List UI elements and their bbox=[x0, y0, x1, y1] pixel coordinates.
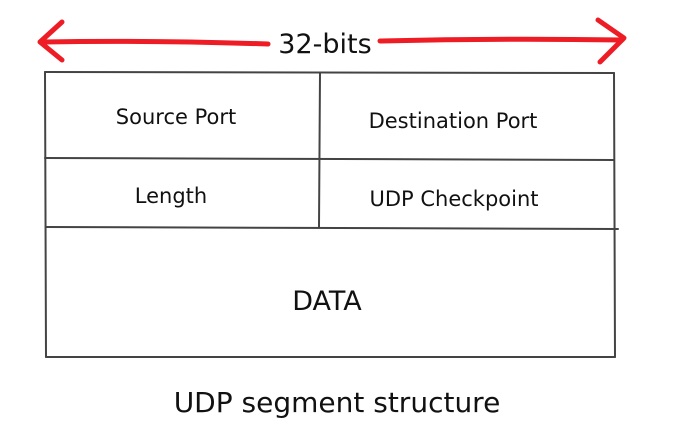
field-destination-port: Destination Port bbox=[369, 109, 538, 133]
width-arrow-head-left bbox=[37, 19, 65, 63]
column-divider bbox=[318, 72, 321, 228]
field-checksum: UDP Checkpoint bbox=[369, 187, 538, 211]
table-border-left bbox=[44, 71, 47, 358]
table-border-right bbox=[613, 72, 616, 358]
table-border-top bbox=[44, 71, 615, 74]
field-length: Length bbox=[135, 184, 207, 208]
field-data: DATA bbox=[292, 286, 362, 317]
width-arrow-head-right bbox=[595, 17, 627, 65]
field-source-port: Source Port bbox=[116, 105, 236, 129]
row-divider-1 bbox=[44, 157, 615, 161]
segment-table bbox=[44, 71, 619, 358]
diagram-caption: UDP segment structure bbox=[174, 386, 501, 419]
row-divider-2 bbox=[45, 226, 619, 230]
width-arrow-shaft-right bbox=[377, 36, 625, 44]
width-arrow-shaft-left bbox=[41, 38, 271, 47]
width-arrow bbox=[37, 17, 627, 65]
width-label: 32-bits bbox=[278, 29, 371, 60]
